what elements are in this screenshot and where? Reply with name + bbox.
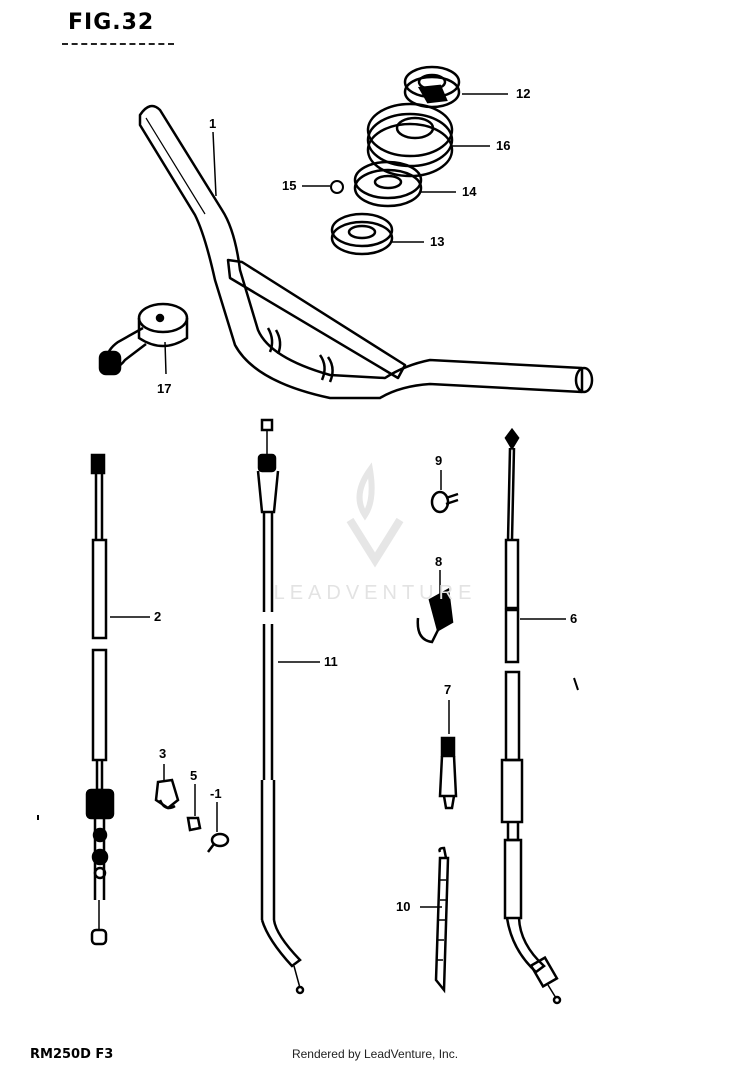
part-17-throttle [98,302,189,376]
handlebar [138,104,594,400]
rendered-by-credit: Rendered by LeadVenture, Inc. [291,1047,459,1061]
figure-underline [62,43,174,45]
callout-11: 11 [324,654,338,669]
model-code: RM250D F3 [30,1047,114,1062]
callout-6: 6 [570,611,578,626]
leader-lines [110,93,566,908]
cable-11 [256,418,305,995]
callout-15: 15 [282,178,297,193]
callout-17: 17 [157,381,172,396]
cable-2 [85,453,115,946]
watermark-text: LEADVENTURE [273,582,477,604]
callout-14: 14 [462,184,477,199]
part-12-nut [403,65,461,109]
part-7-boot [438,736,458,810]
watermark-logo [346,462,404,568]
callout-13: 13 [430,234,445,249]
part-10-tie [434,846,450,994]
stray-mark [573,677,579,691]
part-3-clip [154,778,180,810]
callout-9: 9 [435,453,443,468]
part-8-clamp [416,588,454,644]
callout-5: 5 [190,768,198,783]
cable-6 [500,427,562,1005]
callout-8: 8 [435,554,443,569]
part-14-washer [353,160,423,208]
callout-4: -1 [210,786,222,801]
callout-2: 2 [154,609,162,624]
part-13-seal [330,212,394,256]
figure-label: FIG.32 [68,10,155,35]
part-15-ball [330,180,344,194]
callout-3: 3 [159,746,167,761]
part-9-bolt [430,490,459,514]
part-5-nut [186,816,202,832]
callout-10: 10 [396,899,411,914]
callout-16: 16 [496,138,511,153]
part-4-screw [207,832,230,853]
callout-7: 7 [444,682,452,697]
callout-12: 12 [516,86,531,101]
callout-1: 1 [209,116,217,131]
